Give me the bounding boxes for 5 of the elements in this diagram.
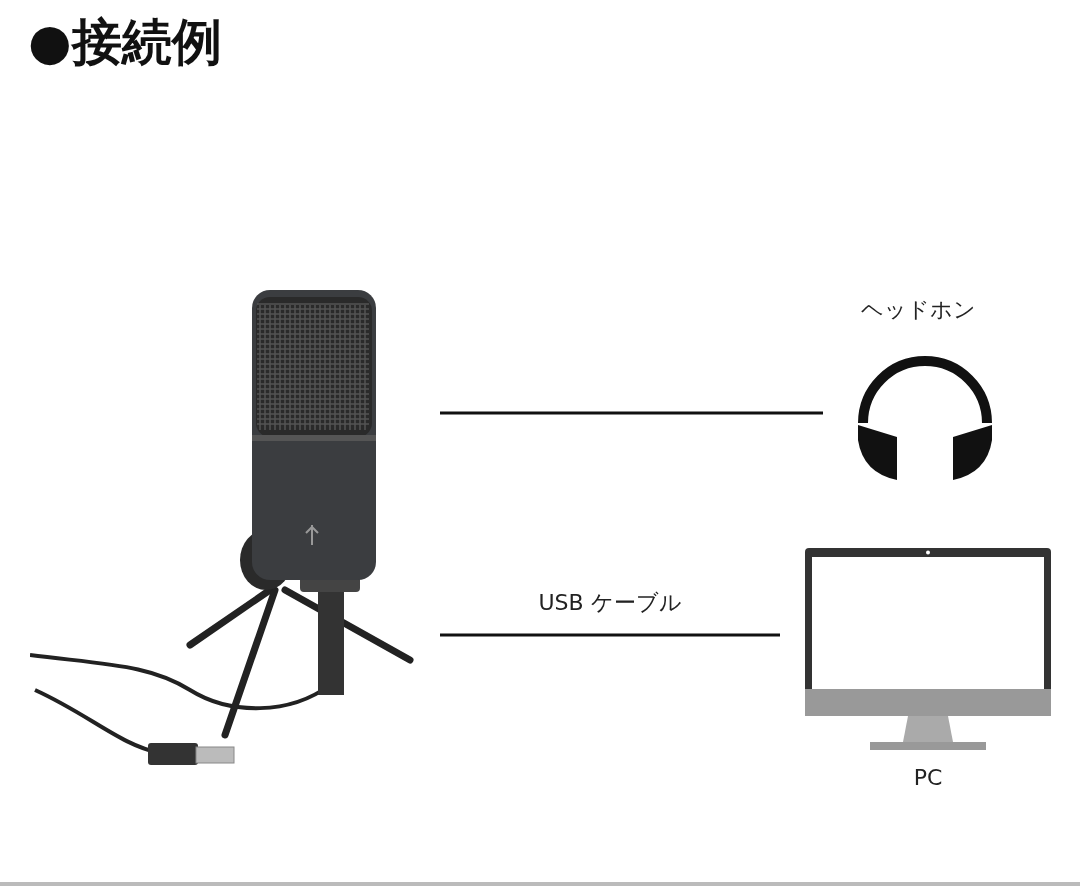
- connector-line: [440, 633, 780, 637]
- device-label: ヘッドホン: [859, 296, 977, 324]
- connector-line: [440, 411, 823, 415]
- device-label: PC: [912, 765, 944, 790]
- diagram-title: ●接続例: [28, 12, 222, 72]
